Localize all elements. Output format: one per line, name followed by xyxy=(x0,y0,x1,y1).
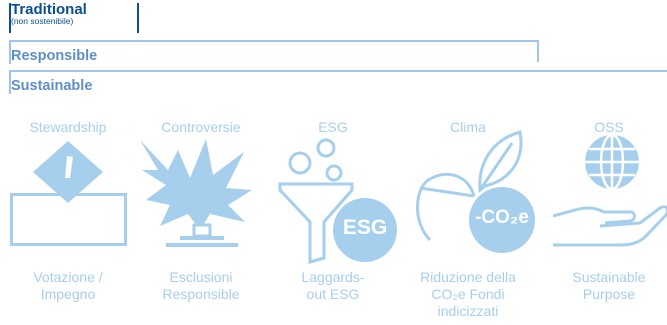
traditional-frame-right xyxy=(137,3,139,33)
esg-funnel-icon xyxy=(278,138,397,264)
globe-hand-icon xyxy=(552,133,667,247)
column-footer-esg: Laggards- out ESG xyxy=(268,269,398,303)
sustainable-frame-top xyxy=(9,70,667,72)
column-header-oss: OSS xyxy=(594,119,624,135)
footer-line: indicizzati xyxy=(437,303,499,319)
sustainable-frame-left xyxy=(9,70,11,94)
footer-line: Votazione / xyxy=(33,269,103,285)
footer-line: out ESG xyxy=(306,286,360,302)
explosion-icon xyxy=(140,139,252,247)
responsible-frame-right xyxy=(537,40,539,62)
column-header-controversie: Controversie xyxy=(161,119,241,135)
footer-line: Impegno xyxy=(40,286,96,302)
footer-line: Riduzione della xyxy=(420,269,516,285)
column-header-stewardship: Stewardship xyxy=(29,119,107,135)
traditional-frame-left xyxy=(9,3,11,33)
footer-line: Purpose xyxy=(582,286,636,302)
column-footer-stewardship: Votazione / Impegno xyxy=(3,269,133,303)
column-footer-controversie: Esclusioni Responsible xyxy=(136,269,266,303)
column-footer-clima: Riduzione della CO₂e Fondi indicizzati xyxy=(403,269,533,320)
traditional-title: Traditional xyxy=(11,1,87,18)
responsible-frame-left xyxy=(9,40,11,64)
column-header-esg: ESG xyxy=(318,119,348,135)
esg-badge-text: ESG xyxy=(342,216,388,239)
column-header-clima: Clima xyxy=(450,119,486,135)
responsible-title: Responsible xyxy=(11,48,98,64)
co2e-badge-text: -CO₂e xyxy=(475,207,529,228)
footer-line: Sustainable xyxy=(572,269,646,285)
column-footer-oss: Sustainable Purpose xyxy=(544,269,667,303)
footer-line: Laggards- xyxy=(301,269,365,285)
traditional-subtitle: (non sostenibile) xyxy=(11,16,74,26)
sustainable-title: Sustainable xyxy=(11,78,93,94)
responsible-frame-top xyxy=(9,40,539,42)
leaf-co2e-icon xyxy=(416,130,535,253)
ballot-box-icon xyxy=(10,141,127,246)
footer-line: Esclusioni xyxy=(169,269,233,285)
footer-line: Responsible xyxy=(162,286,240,302)
footer-line: CO₂e Fondi xyxy=(431,286,505,302)
